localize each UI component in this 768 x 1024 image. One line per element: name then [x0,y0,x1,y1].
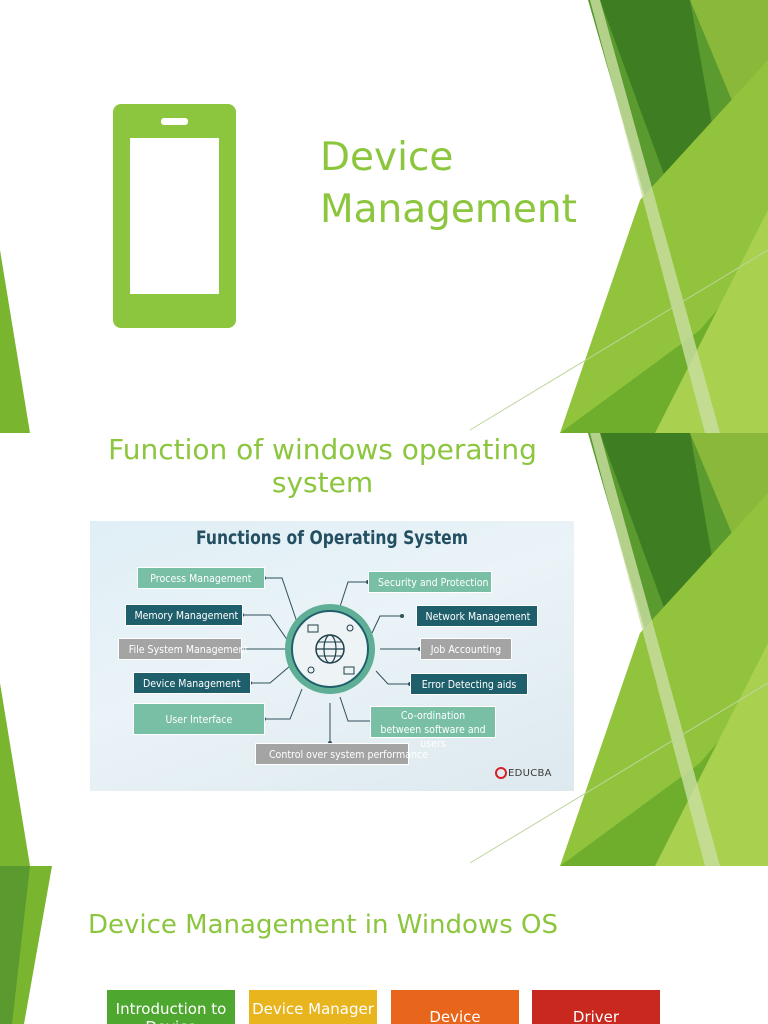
globe-network-icon [285,604,375,694]
decorative-background-shapes [0,433,768,866]
memory-management-box: Memory Management [125,604,243,626]
process-management-box: Process Management [137,567,265,589]
slide-2: Function of windows operating system Fun… [0,433,768,866]
slide-1: Device Management [0,0,768,433]
slide-title: Device Management [320,135,577,232]
coordination-box: Co-ordination between software and users [370,706,496,750]
error-detecting-box: Error Detecting aids [410,673,528,695]
educba-logo-icon [495,767,507,779]
tile-device-manager[interactable]: Device Manager [249,990,377,1024]
educba-logo-text: EDUCBA [508,768,552,779]
slide-3: Device Management in Windows OS Introduc… [0,866,768,1024]
device-management-box: Device Management [133,672,251,694]
user-interface-box: User Interface [133,703,265,735]
decorative-background-shapes [0,0,768,433]
file-system-management-box: File System Management [118,638,248,660]
tile-device[interactable]: Device [391,990,519,1024]
tile-driver[interactable]: Driver [532,990,660,1024]
tile-introduction[interactable]: Introduction to Device Management [107,990,235,1024]
control-performance-box: Control over system performance [255,743,428,765]
slide-title: Function of windows operating system [108,433,537,499]
job-accounting-box: Job Accounting [420,638,512,660]
network-management-box: Network Management [416,605,538,627]
decorative-background-shapes [0,866,52,1024]
mobile-phone-icon [113,104,236,328]
os-functions-figure: Functions of Operating System [90,521,574,791]
connector-lines [238,576,422,745]
figure-heading: Functions of Operating System [195,527,468,549]
slide-title: Device Management in Windows OS [88,910,558,940]
security-protection-box: Security and Protection [368,571,492,593]
